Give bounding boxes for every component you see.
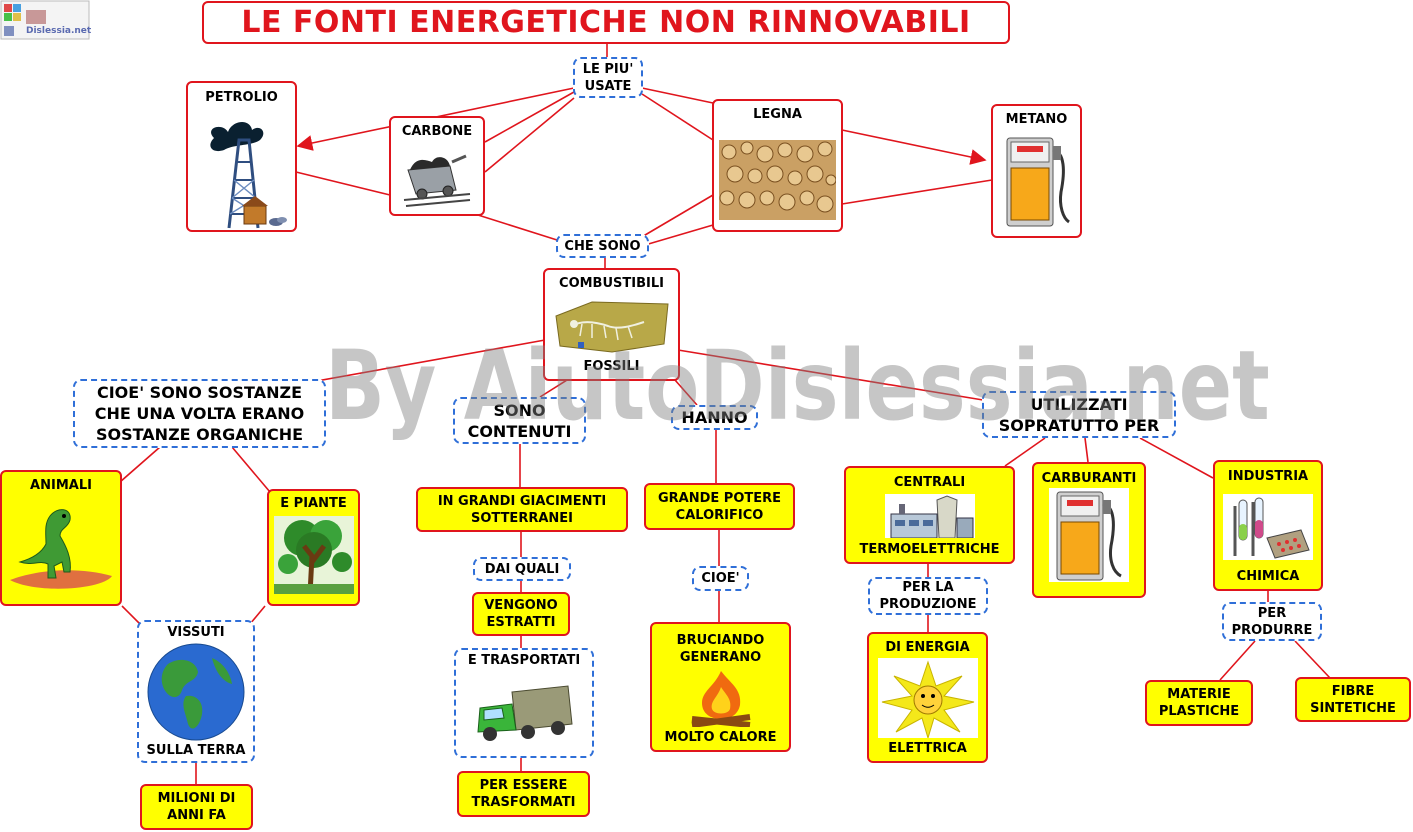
node-label: SONO CONTENUTI: [467, 400, 572, 441]
node-label: TERMOELETTRICHE: [859, 542, 1000, 557]
node-label: ANIMALI: [30, 478, 92, 493]
node-label: FOSSILI: [583, 359, 640, 374]
node-vissuti: VISSUTI SULLA TERRA: [137, 620, 255, 763]
node-e-trasportati: E TRASPORTATI: [454, 648, 594, 758]
node-label: E TRASPORTATI: [467, 653, 581, 668]
node-animali: ANIMALI: [0, 470, 122, 606]
tree-icon: [273, 516, 354, 594]
node-cioe-sostanze: CIOE' SONO SOSTANZE CHE UNA VOLTA ERANO …: [73, 379, 326, 448]
node-e-piante: E PIANTE: [267, 489, 360, 606]
node-legna: LEGNA: [712, 99, 843, 232]
node-hanno: HANNO: [671, 405, 758, 430]
node-label: COMBUSTIBILI: [559, 276, 664, 291]
node-industria-chimica: INDUSTRIA CHIMICA: [1213, 460, 1323, 591]
dinosaur-icon: [10, 509, 112, 589]
node-label: INDUSTRIA: [1227, 469, 1309, 484]
node-label: DI ENERGIA: [885, 640, 970, 655]
node-label: VISSUTI: [167, 625, 225, 640]
node-label: FIBRE SINTETICHE: [1310, 683, 1396, 716]
node-materie-plastiche: MATERIE PLASTICHE: [1145, 680, 1253, 726]
fossil-icon: [554, 301, 669, 353]
node-label: CIOE' SONO SOSTANZE CHE UNA VOLTA ERANO …: [94, 383, 305, 444]
logo-text: Dislessia.net: [26, 26, 92, 36]
oil-derrick-icon: [210, 121, 287, 229]
truck-icon: [477, 685, 573, 741]
electricity-icon: [877, 658, 978, 738]
node-per-produrre: PER PRODURRE: [1222, 602, 1322, 641]
node-label: DAI QUALI: [484, 561, 560, 577]
node-combustibili-fossili: COMBUSTIBILI FOSSILI: [543, 268, 680, 381]
node-label: PETROLIO: [205, 90, 278, 105]
earth-globe-icon: [147, 643, 245, 740]
node-dai-quali: DAI QUALI: [473, 557, 571, 581]
node-label: E PIANTE: [280, 496, 347, 511]
node-sono-contenuti: SONO CONTENUTI: [453, 397, 586, 444]
node-label: LEGNA: [753, 107, 802, 122]
wood-logs-icon: [719, 140, 836, 220]
node-giacimenti: IN GRANDI GIACIMENTI SOTTERRANEI: [416, 487, 628, 532]
node-label: CARBURANTI: [1041, 471, 1137, 486]
node-label: PER ESSERE TRASFORMATI: [471, 778, 576, 810]
page-title: LE FONTI ENERGETICHE NON RINNOVABILI: [202, 1, 1010, 44]
gas-pump-icon: [1049, 488, 1129, 582]
node-label: BRUCIANDO GENERANO: [676, 633, 765, 665]
node-potere: GRANDE POTERE CALORIFICO: [644, 483, 795, 530]
lab-equipment-icon: [1223, 493, 1313, 560]
node-label: MOLTO CALORE: [664, 730, 777, 745]
node-label: CARBONE: [401, 124, 473, 139]
node-per-la-produzione: PER LA PRODUZIONE: [868, 577, 988, 615]
node-per-essere: PER ESSERE TRASFORMATI: [457, 771, 590, 817]
node-label: PER PRODURRE: [1231, 605, 1313, 638]
gas-pump-icon: [1006, 137, 1070, 227]
node-carburanti: CARBURANTI: [1032, 462, 1146, 598]
node-vengono-estratti: VENGONO ESTRATTI: [472, 592, 570, 636]
node-label: GRANDE POTERE CALORIFICO: [657, 490, 782, 523]
node-label: IN GRANDI GIACIMENTI SOTTERRANEI: [437, 493, 607, 526]
node-energia-elettrica: DI ENERGIA ELETTRICA: [867, 632, 988, 763]
node-label: MATERIE PLASTICHE: [1158, 687, 1240, 719]
node-metano: METANO: [991, 104, 1082, 238]
node-utilizzati: UTILIZZATI SOPRATUTTO PER: [982, 391, 1176, 438]
node-bruciando: BRUCIANDO GENERANO MOLTO CALORE: [650, 622, 791, 752]
node-milioni: MILIONI DI ANNI FA: [140, 784, 253, 830]
site-logo: Dislessia.net: [0, 0, 92, 40]
fire-icon: [691, 670, 750, 727]
node-carbone: CARBONE: [389, 116, 485, 216]
node-fibre-sintetiche: FIBRE SINTETICHE: [1295, 677, 1411, 722]
power-plant-icon: [884, 494, 975, 538]
node-le-piu-usate: LE PIU' USATE: [573, 57, 643, 98]
node-label: LE PIU' USATE: [582, 61, 634, 94]
node-label: VENGONO ESTRATTI: [484, 598, 558, 630]
node-label: MILIONI DI ANNI FA: [157, 791, 236, 823]
node-cioe: CIOE': [692, 566, 749, 591]
node-label: CHE SONO: [564, 238, 641, 254]
node-petrolio: PETROLIO: [186, 81, 297, 232]
node-label: CIOE': [701, 571, 740, 586]
node-label: METANO: [1005, 112, 1068, 127]
title-text: LE FONTI ENERGETICHE NON RINNOVABILI: [241, 4, 971, 40]
node-che-sono: CHE SONO: [556, 234, 649, 258]
node-label: SULLA TERRA: [146, 743, 246, 758]
node-label: CHIMICA: [1236, 569, 1300, 584]
node-label: HANNO: [681, 408, 748, 427]
node-label: UTILIZZATI SOPRATUTTO PER: [998, 394, 1160, 435]
coal-cart-icon: [403, 154, 471, 207]
node-centrali: CENTRALI TERMOELETTRICHE: [844, 466, 1015, 564]
node-label: ELETTRICA: [888, 741, 967, 756]
node-label: PER LA PRODUZIONE: [879, 580, 977, 612]
node-label: CENTRALI: [893, 475, 966, 490]
